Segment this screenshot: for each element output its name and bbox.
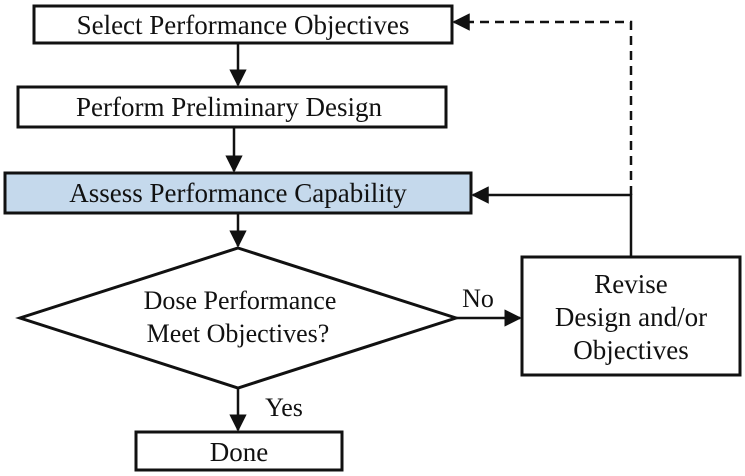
yes-edge-label: Yes bbox=[265, 393, 303, 422]
no-edge-label: No bbox=[462, 284, 494, 313]
revise-label-line1: Revise bbox=[594, 269, 668, 299]
revise-box bbox=[520, 255, 742, 377]
preliminary-design-box bbox=[16, 85, 448, 129]
decision-diamond bbox=[15, 246, 461, 390]
select-objectives-box bbox=[32, 4, 454, 45]
done-label: Done bbox=[210, 437, 268, 467]
select-objectives-label: Select Performance Objectives bbox=[77, 10, 410, 40]
assess-capability-label: Assess Performance Capability bbox=[69, 178, 407, 208]
decision-label-line1: Dose Performance bbox=[144, 286, 337, 315]
revise-label-line2: Design and/or bbox=[555, 302, 707, 332]
revise-label-line3: Objectives bbox=[573, 335, 688, 365]
preliminary-design-label: Perform Preliminary Design bbox=[76, 92, 382, 122]
dashed-arrow-revise-to-objectives bbox=[452, 13, 633, 195]
decision-label-line2: Meet Objectives? bbox=[147, 319, 330, 348]
done-box bbox=[134, 430, 344, 472]
arrow-revise-to-assess bbox=[471, 186, 633, 257]
